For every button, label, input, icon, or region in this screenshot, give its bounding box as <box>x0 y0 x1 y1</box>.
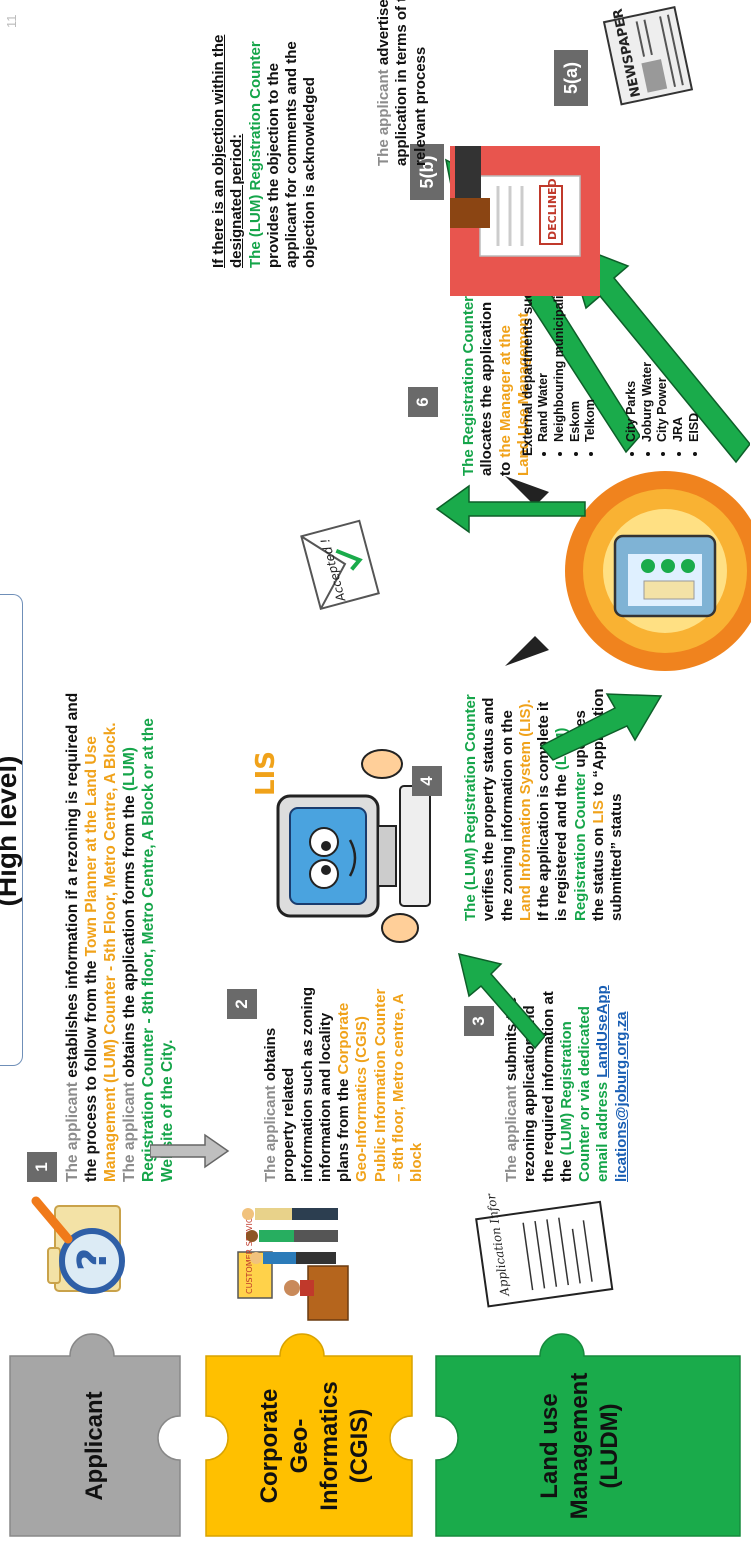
step-5b-text: If there is an objection within the desi… <box>210 12 320 268</box>
internal-dept-item: EISD <box>687 236 703 442</box>
step-1-text: The applicant establishes information if… <box>64 682 177 1182</box>
stamp-label: DECLINED <box>546 178 559 240</box>
lane-cgis-label: Corporate Geo-Informatics (CGIS) <box>256 1381 373 1511</box>
declined-stamp-illustration: DECLINED <box>450 146 600 296</box>
internal-dept-item: City Power <box>655 236 671 442</box>
step-5a-text: The applicant advertises the application… <box>375 0 430 166</box>
newspaper-illustration: NEWSPAPER <box>602 6 694 106</box>
magnifier-folder-illustration: ? <box>31 1196 125 1294</box>
step-1b-body: obtains the application forms from the <box>120 791 138 1083</box>
service-sign-text: CUSTOMER SERVICE <box>245 1213 254 1295</box>
step-5a-actor: The applicant <box>375 69 392 166</box>
step-3-actor: The applicant <box>503 1085 520 1182</box>
accepted-envelope-illustration: Accepted ! <box>300 519 380 611</box>
step-6-number: 6 <box>408 387 438 417</box>
page-number: 11 <box>4 14 19 29</box>
step-4-number: 4 <box>412 766 442 796</box>
step-5b-actor: The (LUM) Registration Counter <box>246 41 264 268</box>
lane-ludm-piece <box>435 1333 741 1537</box>
step-4-system: Land Information System (LIS). <box>516 699 534 921</box>
step-5a-number: 5(a) <box>554 50 588 106</box>
step-1-actor: The applicant <box>64 1082 81 1182</box>
step-2-text: The applicant obtains property related i… <box>262 982 427 1182</box>
internal-dept-item: Joburg Water <box>640 236 656 442</box>
lis-computer-illustration: LIS <box>251 749 431 943</box>
application-form-illustration: Application Information <box>475 1193 614 1308</box>
step-4-body: verifies the property status and the zon… <box>480 697 516 921</box>
lis-label: LIS <box>251 751 281 796</box>
question-mark-icon: ? <box>70 1248 116 1271</box>
step-2-number: 2 <box>227 989 257 1019</box>
customer-service-illustration: CUSTOMER SERVICE <box>237 1208 349 1321</box>
step-1-number: 1 <box>27 1152 57 1182</box>
lane-applicant-label: Applicant <box>81 1391 108 1501</box>
internal-dept-item: JRA <box>671 236 687 442</box>
arrow-step1-to-step2 <box>150 1133 230 1169</box>
lane-cgis-piece <box>205 1333 413 1537</box>
step-5b-body: provides the objection to the applicant … <box>264 41 319 268</box>
step-5b-heading: If there is an objection within the desi… <box>210 34 246 268</box>
page-title: (High level) <box>0 755 22 907</box>
step-1b-actor: The applicant <box>120 1082 138 1182</box>
hub-tablet-illustration <box>505 471 751 671</box>
arrow-step4-to-hub <box>539 693 663 761</box>
internal-dept-item: City Parks <box>624 236 640 442</box>
step-2-actor: The applicant <box>262 1085 279 1182</box>
arrow-hub-to-step6 <box>435 484 586 534</box>
lane-pieces <box>9 1333 741 1537</box>
arrow-step3-to-step4 <box>457 952 545 1050</box>
step-4-lis: LIS <box>590 800 608 824</box>
internal-departments-items: City Parks Joburg Water City Power JRA E… <box>624 236 702 456</box>
internal-departments-list: City Parks Joburg Water City Power JRA E… <box>624 236 702 456</box>
step-4-actor: The (LUM) Registration Counter <box>462 694 479 921</box>
lane-ludm-label: Land use Management (LUDM) <box>536 1372 623 1520</box>
step-6-actor: The Registration Counter <box>460 295 477 476</box>
lane-applicant-piece <box>9 1333 181 1537</box>
